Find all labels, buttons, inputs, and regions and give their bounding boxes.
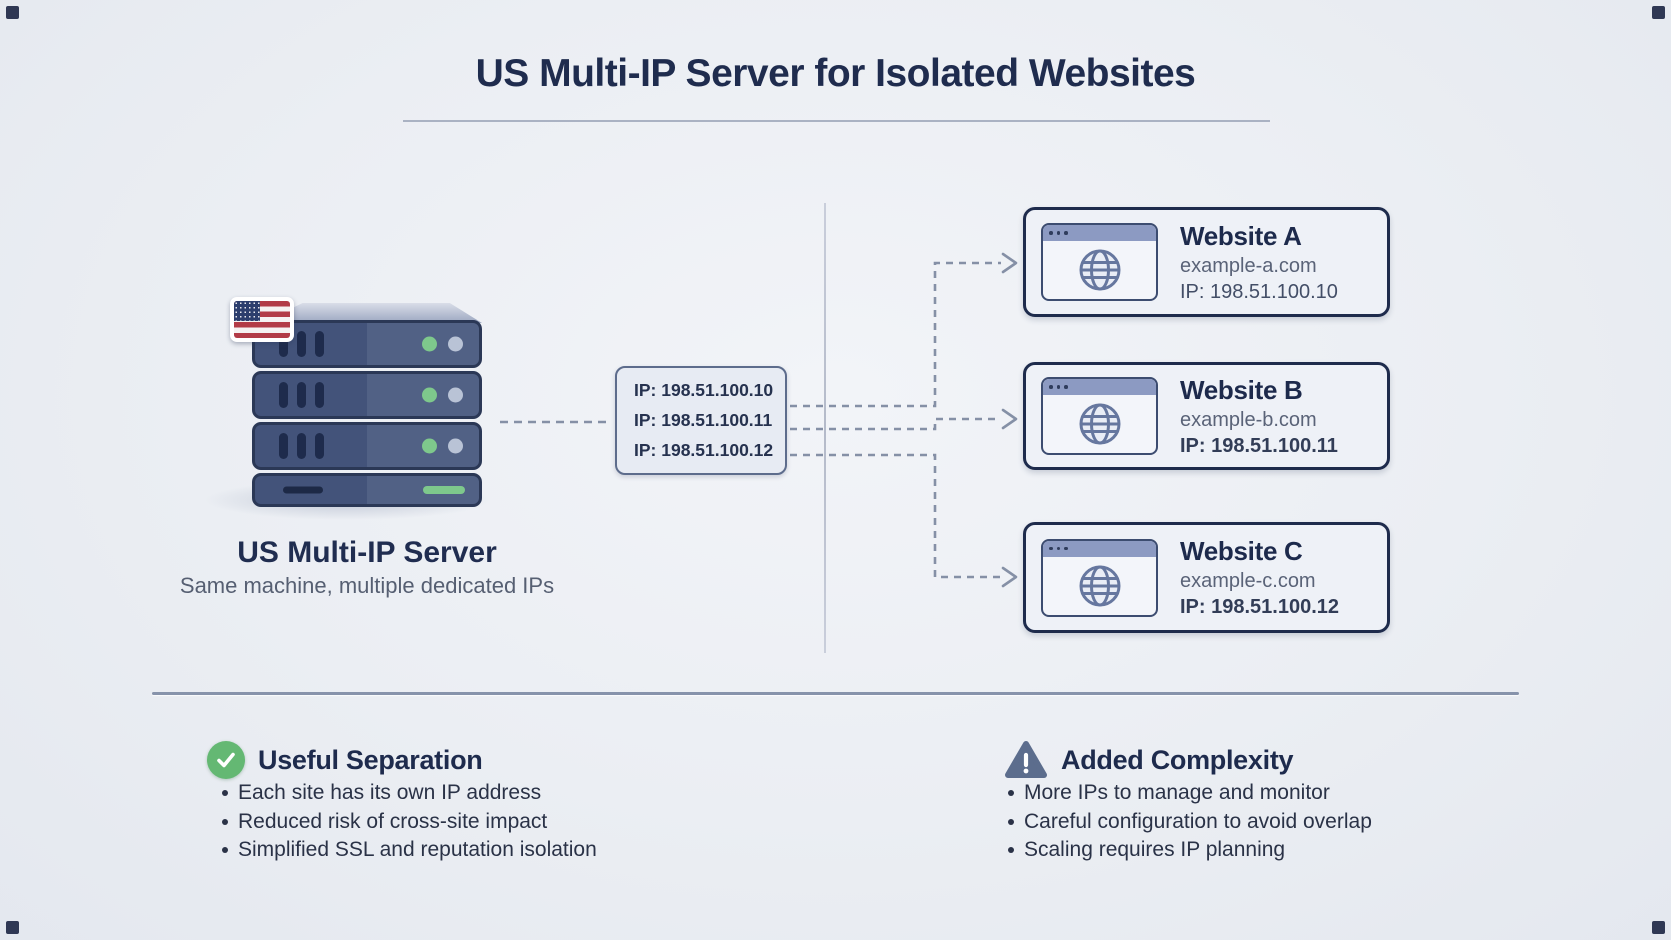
vertical-divider — [824, 203, 826, 653]
list-item: Careful configuration to avoid overlap — [1008, 808, 1372, 837]
website-domain: example-b.com — [1180, 408, 1317, 431]
server-sublabel: Same machine, multiple dedicated IPs — [179, 573, 555, 598]
ip-line: IP: 198.51.100.11 — [634, 410, 773, 430]
server-top-face — [261, 303, 482, 323]
server-rack-unit — [252, 320, 482, 368]
server-illustration — [252, 286, 482, 511]
horizontal-divider — [152, 692, 1519, 695]
list-item: Simplified SSL and reputation isolation — [222, 836, 597, 865]
website-domain: example-a.com — [1180, 254, 1317, 277]
server-base-unit — [252, 473, 482, 507]
pros-header: Useful Separation — [207, 741, 483, 779]
website-name: Website B — [1180, 374, 1303, 405]
corner-mark — [1652, 921, 1665, 934]
corner-mark — [6, 6, 19, 19]
server-rack-unit — [252, 422, 482, 470]
website-card-a: Website A example-a.com IP: 198.51.100.1… — [1023, 207, 1390, 317]
base-dark-bar — [283, 486, 323, 494]
vent-slot — [279, 331, 288, 357]
vent-slot — [297, 382, 306, 408]
browser-window-icon — [1041, 377, 1158, 455]
globe-icon — [1079, 249, 1120, 291]
corner-mark — [1652, 6, 1665, 19]
page-title: US Multi-IP Server for Isolated Websites — [475, 52, 1196, 95]
title-underline — [403, 120, 1270, 122]
vent-slot — [315, 433, 324, 459]
website-ip: IP: 198.51.100.10 — [1180, 280, 1338, 303]
corner-mark — [6, 921, 19, 934]
ip-line: IP: 198.51.100.10 — [634, 380, 774, 400]
status-led-green — [422, 387, 437, 403]
list-item: Reduced risk of cross-site impact — [222, 808, 597, 837]
browser-window-icon — [1041, 538, 1158, 617]
base-green-bar — [423, 486, 465, 494]
status-led-green — [422, 438, 437, 454]
vent-slot — [279, 382, 288, 408]
ip-list-box: IP: 198.51.100.10 IP: 198.51.100.11 IP: … — [615, 366, 787, 475]
globe-icon — [1079, 403, 1120, 445]
vent-slot — [315, 331, 324, 357]
status-led-gray — [448, 336, 463, 352]
list-item: More IPs to manage and monitor — [1008, 779, 1372, 808]
website-ip: IP: 198.51.100.11 — [1180, 434, 1338, 457]
browser-window-icon — [1041, 223, 1158, 301]
status-led-green — [422, 336, 437, 352]
list-item: Scaling requires IP planning — [1008, 836, 1372, 865]
warning-icon — [1005, 741, 1047, 778]
cons-header: Added Complexity — [1004, 740, 1294, 780]
us-flag-icon — [230, 297, 294, 342]
vent-slot — [297, 433, 306, 459]
website-domain: example-c.com — [1180, 570, 1316, 592]
status-led-gray — [448, 438, 463, 454]
status-led-gray — [448, 387, 463, 403]
cons-title: Added Complexity — [1061, 744, 1294, 775]
website-name: Website A — [1180, 220, 1302, 251]
check-icon — [207, 741, 245, 779]
website-ip: IP: 198.51.100.12 — [1180, 596, 1340, 618]
pros-title: Useful Separation — [258, 744, 483, 775]
server-label: US Multi-IP Server — [237, 536, 497, 569]
website-name: Website C — [1180, 536, 1303, 566]
vent-slot — [315, 382, 324, 408]
ip-line: IP: 198.51.100.12 — [634, 440, 774, 460]
pros-list: Each site has its own IP address Reduced… — [222, 779, 597, 865]
server-rack-unit — [252, 371, 482, 419]
vent-slot — [297, 331, 306, 357]
globe-icon — [1079, 565, 1120, 606]
website-card-b: Website B example-b.com IP: 198.51.100.1… — [1023, 362, 1390, 470]
website-card-c: Website C example-c.com IP: 198.51.100.1… — [1023, 522, 1390, 633]
list-item: Each site has its own IP address — [222, 779, 597, 808]
vent-slot — [279, 433, 288, 459]
cons-list: More IPs to manage and monitor Careful c… — [1008, 779, 1372, 865]
